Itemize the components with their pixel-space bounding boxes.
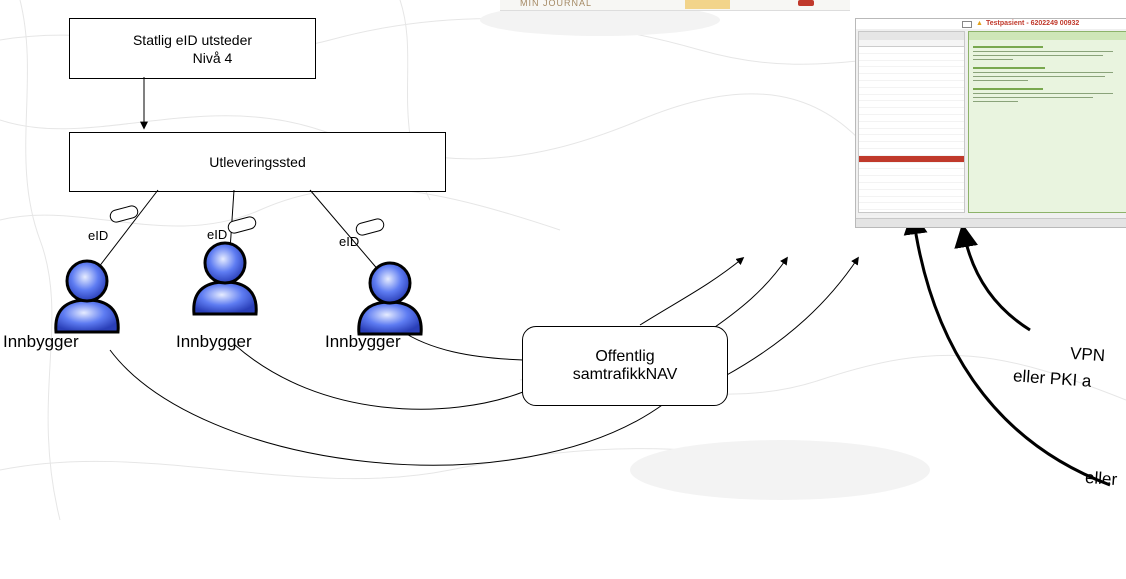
screenshot-header: ▲ Testpasient - 6202249 00932: [856, 19, 1126, 29]
delivery-box: Utleveringssted: [69, 132, 446, 192]
screenshot-statusbar: [856, 218, 1126, 227]
citizen-1-curve: [109, 349, 666, 466]
delivery-to-citizen-1: [94, 189, 159, 273]
hub-line2: samtrafikkNAV: [572, 366, 678, 383]
issuer-box: Statlig eID utsteder Nivå 4: [69, 18, 316, 79]
ehr-screenshot: ▲ Testpasient - 6202249 00932: [855, 18, 1126, 228]
hub-arrow-2: [704, 256, 788, 335]
strip-tab: [685, 0, 730, 9]
eid-label-3: eID: [339, 234, 360, 249]
pki-arrow-thick: [903, 210, 1111, 487]
issuer-line1: Statlig eID utsteder: [132, 31, 253, 48]
citizen-icon-2: [192, 241, 258, 316]
citizen-3-curve: [399, 329, 524, 361]
hub-arrow-3: [724, 256, 859, 377]
citizen-2-curve: [234, 344, 524, 410]
citizen-icon-3: [357, 261, 423, 336]
citizen-label-3: Innbygger: [325, 332, 401, 351]
eid-label-1: eID: [88, 228, 109, 243]
screenshot-detail-panel: [968, 31, 1126, 213]
task-list-columns: [859, 40, 964, 47]
citizen-icon-1: [54, 259, 120, 334]
screenshot-warning-icon: ▲: [976, 20, 983, 27]
delivery-to-citizen-2: [229, 189, 235, 251]
vpn-label: VPN: [1069, 343, 1106, 366]
eid-label-2: eID: [207, 227, 228, 242]
task-list-selected-row: [859, 155, 964, 163]
delivery-label: Utleveringssted: [209, 154, 306, 170]
journal-logo-text: MIN JOURNAL: [520, 0, 593, 8]
citizen-label-1: Innbygger: [3, 332, 79, 351]
issuer-line2: Nivå 4: [192, 49, 233, 66]
screenshot-envelope-icon: [962, 21, 972, 28]
top-strip: MIN JOURNAL: [500, 0, 850, 11]
eller-label: eller: [1084, 467, 1118, 490]
vpn-arrow-thick: [954, 223, 1031, 332]
strip-button: [798, 0, 814, 6]
task-list-header: [859, 32, 964, 40]
detail-panel-header: [969, 32, 1126, 40]
screenshot-task-list: [858, 31, 965, 217]
screenshot-patient-title: Testpasient - 6202249 00932: [986, 20, 1080, 27]
hub-arrow-1: [639, 256, 745, 326]
delivery-to-citizen-3: [309, 189, 381, 273]
hub-node: Offentlig samtrafikkNAV: [522, 326, 728, 406]
hub-line1: Offentlig: [595, 348, 655, 365]
citizen-label-2: Innbygger: [176, 332, 252, 351]
eid-token-1: [109, 205, 139, 223]
eid-token-3: [355, 218, 385, 236]
eid-token-2: [227, 216, 257, 234]
